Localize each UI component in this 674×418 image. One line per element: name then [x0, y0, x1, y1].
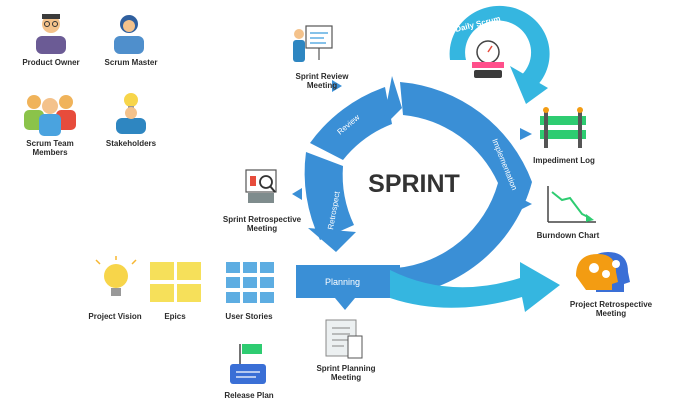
scrum-team-label-line2: Members — [32, 148, 68, 157]
pointer-review — [332, 80, 342, 92]
sprint-planning-label-line1: Sprint Planning — [316, 364, 376, 373]
project-vision-icon — [95, 256, 137, 296]
epics-label: Epics — [164, 312, 186, 321]
sprint-review-icon — [293, 25, 333, 62]
sprint-review-label: Sprint Review Meeting — [284, 72, 360, 90]
burndown-chart-label: Burndown Chart — [536, 231, 600, 240]
release-plan-label: Release Plan — [224, 391, 274, 400]
planning-label: Planning — [325, 277, 360, 287]
pointer-burndown — [520, 198, 532, 210]
sprint-retrospective-label-line2: Meeting — [246, 224, 278, 233]
retrospect-arrowhead — [308, 228, 356, 252]
sprint-retrospective-icon — [245, 169, 277, 203]
daily-scrum-icon — [472, 40, 504, 78]
daily-scrum-loop — [449, 5, 550, 104]
review-arrowhead — [382, 76, 402, 128]
sprint-planning-icon — [325, 319, 363, 359]
stakeholders-label: Stakeholders — [105, 139, 157, 148]
release-plan-icon — [230, 344, 266, 384]
impediment-log-label: Impediment Log — [533, 156, 595, 165]
sprint-planning-label: Sprint Planning Meeting — [304, 364, 388, 382]
product-owner-icon — [36, 14, 66, 54]
scrum-master-label: Scrum Master — [104, 58, 158, 67]
scrum-team-icon — [24, 95, 76, 136]
planning-bar — [296, 265, 400, 298]
sprint-review-label-line2: Meeting — [306, 81, 338, 90]
stakeholders-icon — [116, 93, 146, 134]
impediment-log-icon — [540, 107, 586, 148]
implementation-arc — [396, 82, 532, 296]
pointer-retro — [292, 188, 302, 200]
sprint-title: SPRINT — [368, 170, 460, 198]
sprint-planning-label-line2: Meeting — [330, 373, 362, 382]
product-owner-label: Product Owner — [22, 58, 80, 67]
review-arc — [310, 87, 392, 160]
scrum-team-label-line1: Scrum Team — [26, 139, 74, 148]
epics-icon — [150, 262, 201, 302]
scrum-master-icon — [114, 15, 144, 54]
project-arrow — [390, 262, 560, 312]
user-stories-icon — [226, 262, 274, 303]
project-retrospective-label-line1: Project Retrospective — [569, 300, 653, 309]
sprint-retrospective-label-line1: Sprint Retrospective — [222, 215, 302, 224]
pointer-impediment — [520, 128, 532, 140]
sprint-retrospective-label: Sprint Retrospective Meeting — [214, 215, 310, 233]
planning-arrowhead — [335, 298, 355, 310]
burndown-chart-icon — [547, 186, 596, 223]
sprint-cycle — [296, 76, 532, 310]
user-stories-label: User Stories — [225, 312, 273, 321]
retrospect-arc — [304, 152, 354, 240]
project-retrospective-icon — [576, 252, 630, 292]
sprint-review-label-line1: Sprint Review — [295, 72, 349, 81]
project-retrospective-label: Project Retrospective Meeting — [556, 300, 666, 318]
scrum-team-label: Scrum Team Members — [12, 139, 88, 157]
project-retrospective-label-line2: Meeting — [595, 309, 627, 318]
project-vision-label: Project Vision — [88, 312, 142, 321]
